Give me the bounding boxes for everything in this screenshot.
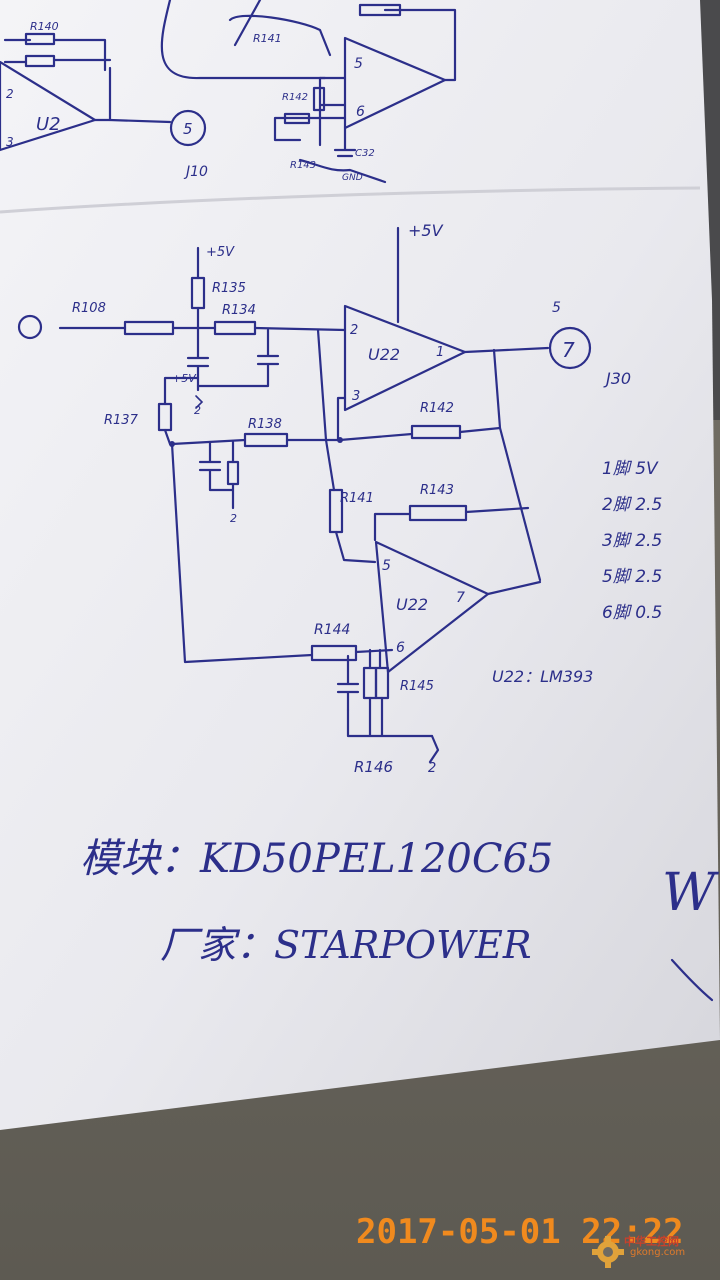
opamp-a-label: U22	[368, 345, 400, 364]
photo-timestamp: 2017-05-01 22:22	[356, 1212, 684, 1252]
top-sketch: U2 2 3 5 J10 R141 R140 5 6 R142 R143 C32…	[0, 0, 457, 184]
pin-table-row: 1脚 5V	[602, 459, 659, 479]
top-r-b-label: R140	[30, 20, 59, 33]
top-c-label: C32	[355, 148, 375, 159]
watermark-logo: 中华工控网 gkong.com	[590, 1232, 716, 1272]
margin-scrawl: W	[662, 863, 719, 923]
watermark-url: gkong.com	[630, 1247, 686, 1258]
pin-1-label: 1	[436, 345, 444, 360]
top-pin3-label: 3	[6, 135, 14, 149]
label-r138: R138	[248, 417, 282, 432]
opamp-b-label: U22	[396, 595, 428, 614]
label-r144: R144	[314, 622, 350, 638]
maker-note: 厂家：STARPOWER	[160, 923, 531, 967]
top-r143-label: R143	[290, 160, 316, 171]
conn-j30	[548, 326, 592, 370]
gear-icon	[592, 1236, 624, 1268]
pin-2-label: 2	[350, 323, 358, 338]
label-r108: R108	[72, 301, 106, 316]
label-vcc-top: +5V	[408, 221, 444, 240]
conn-j10	[169, 109, 207, 147]
label-gnd2: 2	[230, 512, 237, 525]
label-vcc-left: +5V	[206, 245, 235, 260]
pin-table-row: 5脚 2.5	[602, 567, 662, 587]
pin-6-label: 6	[396, 640, 405, 656]
conn-input	[17, 314, 43, 340]
conn-j30-five: 5	[552, 300, 561, 316]
watermark-title: 中华工控网	[624, 1235, 679, 1248]
paper-sheet	[0, 0, 720, 1130]
top-pin2-label: 2	[6, 87, 14, 101]
top-r-a-label: R141	[253, 32, 282, 45]
top-r142-label: R142	[282, 92, 308, 103]
pin-voltage-table: 1脚 5V 2脚 2.5 3脚 2.5 5脚 2.5 6脚 0.5	[602, 459, 662, 623]
label-r137: R137	[104, 413, 139, 428]
module-note: 模块：KD50PEL120C65	[80, 836, 553, 882]
conn-j30-num: 7	[562, 338, 575, 362]
label-r141: R141	[340, 491, 374, 506]
label-r142: R142	[420, 401, 454, 416]
pin-table-row: 2脚 2.5	[602, 495, 662, 515]
notes: 模块：KD50PEL120C65 厂家：STARPOWER W	[80, 836, 719, 1002]
pin-table-row: 3脚 2.5	[602, 531, 662, 551]
wire-out	[463, 346, 550, 354]
opamp-u22-a	[343, 304, 467, 412]
main-schematic: +5V U22 2 3 1 7 5 J30 R108 R134 +5V R135…	[17, 221, 662, 776]
label-gnd1: 2	[194, 404, 201, 417]
conn-j30-label: J30	[603, 369, 631, 388]
paper-fold	[0, 186, 701, 214]
label-gnd3: 2	[428, 761, 436, 776]
top-gnd-label: GND	[342, 173, 363, 183]
opamp-u22-b	[374, 540, 490, 674]
label-r143: R143	[420, 483, 454, 498]
top-conn5-label: 5	[183, 120, 193, 138]
label-r134: R134	[222, 303, 256, 318]
pin-7-label: 7	[456, 590, 465, 606]
top-pin5-label: 5	[354, 56, 363, 72]
top-j10-label: J10	[183, 164, 208, 180]
pin-5-label: 5	[382, 558, 391, 574]
part-note: U22：LM393	[492, 667, 593, 686]
label-r135: R135	[212, 281, 246, 296]
pin-table-row: 6脚 0.5	[602, 603, 662, 623]
top-u2-label: U2	[36, 114, 61, 135]
pin-3-label: 3	[352, 389, 360, 404]
label-r146: R146	[354, 758, 393, 776]
label-r145: R145	[400, 679, 434, 694]
top-pin6-label: 6	[356, 104, 365, 120]
